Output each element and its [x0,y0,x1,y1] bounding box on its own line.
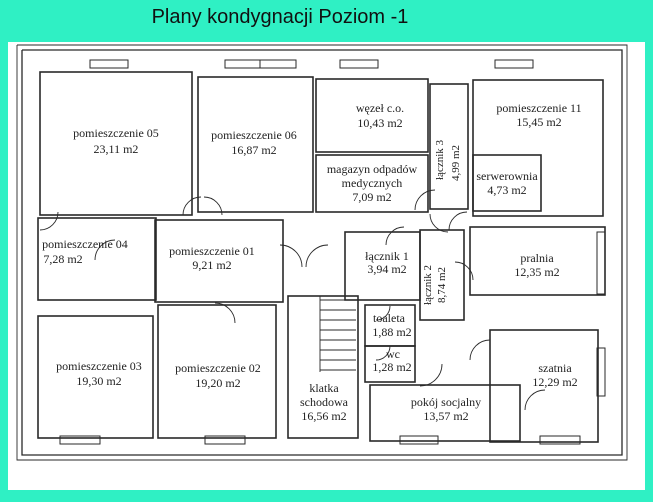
room-area: 19,30 m2 [76,374,121,388]
room-name-line2: medycznych [342,176,403,190]
room-area: 1,88 m2 [372,325,411,339]
room-area: 9,21 m2 [192,258,231,272]
room-serwerownia: serwerownia 4,73 m2 [476,169,538,197]
room-pomieszczenie-04: pomieszczenie 04 7,28 m2 [42,237,128,266]
room-pralnia: pralnia 12,35 m2 [514,251,559,279]
interior-walls [37,71,606,443]
room-name-line2: schodowa [300,395,349,409]
room-klatka-schodowa: klatka schodowa 16,56 m2 [300,381,349,423]
room-lacznik-1: łącznik 1 3,94 m2 [365,249,409,276]
room-name: toaleta [373,311,406,325]
room-area: 15,45 m2 [516,115,561,129]
room-name-line1: klatka [309,381,339,395]
room-name: serwerownia [476,169,538,183]
room-wc: wc 1,28 m2 [372,347,411,374]
room-name: pralnia [520,251,554,265]
outer-walls [16,44,628,461]
room-lacznik-2: łącznik 2 8,74 m2 [422,265,448,305]
room-name: pomieszczenie 06 [211,128,297,142]
room-area: 16,56 m2 [301,409,346,423]
room-name: węzeł c.o. [356,101,404,115]
room-area: 12,35 m2 [514,265,559,279]
room-area: 10,43 m2 [357,116,402,130]
room-name: łącznik 1 [365,249,409,263]
room-name: pokój socjalny [411,395,481,409]
room-name: pomieszczenie 01 [169,244,255,258]
staircase [319,296,356,372]
room-area: 7,09 m2 [352,190,391,204]
room-area: 12,29 m2 [532,375,577,389]
floor-plan: pomieszczenie 05 23,11 m2 pomieszczenie … [8,42,645,490]
room-name: łącznik 3 [434,139,446,180]
room-name: pomieszczenie 03 [56,359,142,373]
room-szatnia: szatnia 12,29 m2 [532,361,577,389]
room-name-line1: magazyn odpadów [327,162,418,176]
room-pomieszczenie-06: pomieszczenie 06 16,87 m2 [211,128,297,157]
room-name: wc [386,347,400,361]
room-name: pomieszczenie 11 [496,101,581,115]
room-pomieszczenie-11: pomieszczenie 11 15,45 m2 [496,101,581,129]
room-pokoj-socjalny: pokój socjalny 13,57 m2 [411,395,481,423]
room-area: 8,74 m2 [436,267,448,303]
room-wezel-co: węzeł c.o. 10,43 m2 [356,101,404,130]
room-area: 7,28 m2 [43,252,82,266]
room-pomieszczenie-01: pomieszczenie 01 9,21 m2 [169,244,255,272]
room-area: 4,99 m2 [450,145,462,181]
room-area: 13,57 m2 [423,409,468,423]
room-area: 3,94 m2 [367,262,406,276]
room-area: 4,73 m2 [487,183,526,197]
room-lacznik-3: łącznik 3 4,99 m2 [434,139,462,181]
page-title: Plany kondygnacji Poziom -1 [151,6,409,28]
floor-plan-drawing: pomieszczenie 05 23,11 m2 pomieszczenie … [16,44,628,461]
room-name: pomieszczenie 02 [175,361,261,375]
room-area: 19,20 m2 [195,376,240,390]
door-swings [39,189,546,411]
room-area: 16,87 m2 [231,143,276,157]
room-toaleta: toaleta 1,88 m2 [372,311,411,339]
room-pomieszczenie-05: pomieszczenie 05 23,11 m2 [73,126,159,156]
room-area: 1,28 m2 [372,360,411,374]
room-pomieszczenie-03: pomieszczenie 03 19,30 m2 [56,359,142,388]
room-name: pomieszczenie 05 [73,126,159,140]
room-name: szatnia [538,361,572,375]
room-name: pomieszczenie 04 [42,237,128,251]
windows [59,59,606,445]
room-name: łącznik 2 [422,265,434,305]
room-area: 23,11 m2 [94,142,139,156]
room-pomieszczenie-02: pomieszczenie 02 19,20 m2 [175,361,261,390]
room-magazyn-odpadow: magazyn odpadów medycznych 7,09 m2 [327,162,418,204]
